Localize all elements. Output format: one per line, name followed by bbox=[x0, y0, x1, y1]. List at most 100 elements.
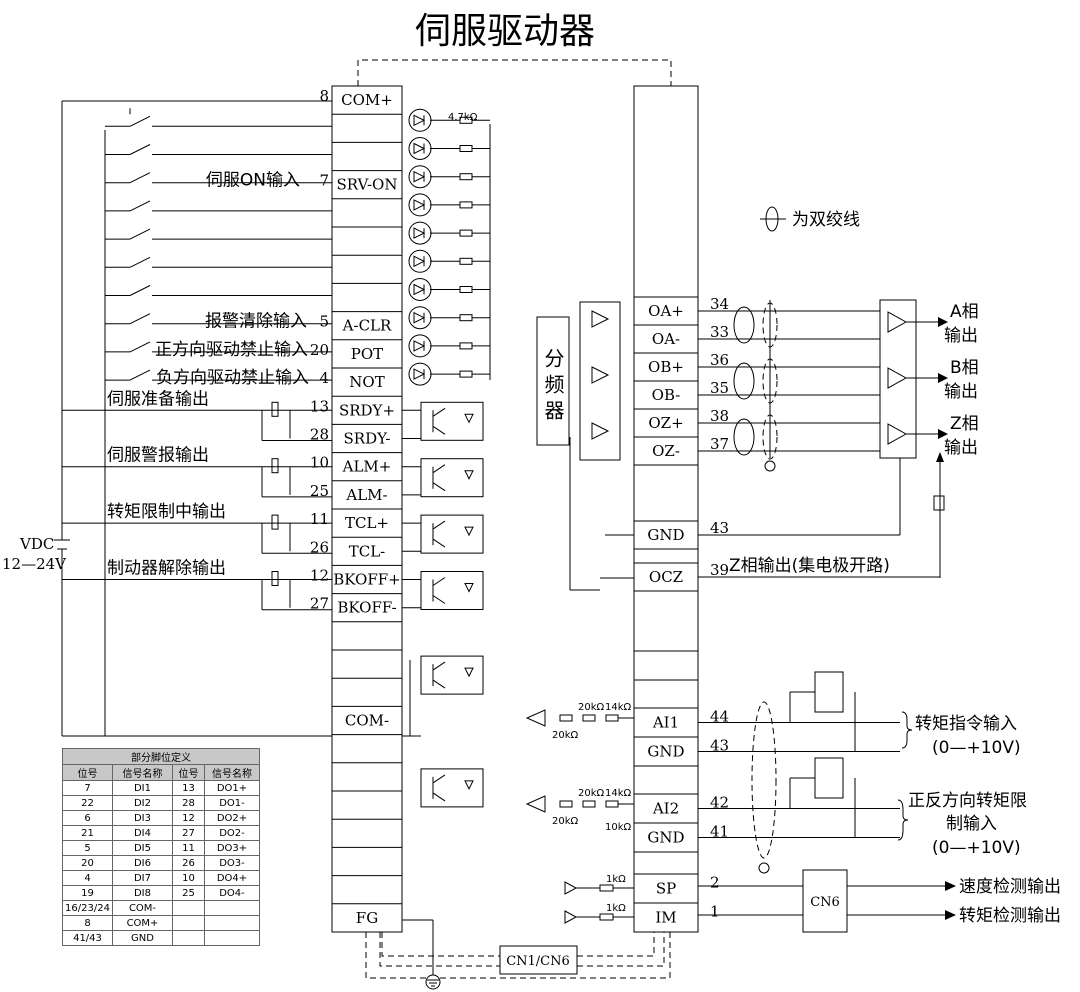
right-pin-name: OCZ bbox=[649, 568, 683, 586]
table-cell: 27 bbox=[172, 825, 205, 841]
table-cell: DO4+ bbox=[204, 870, 260, 886]
left-pin-name: NOT bbox=[349, 373, 384, 391]
left-pin-number: 20 bbox=[310, 341, 329, 359]
left-pin-number: 27 bbox=[310, 595, 329, 613]
torque-command-labels: 转矩指令输入 (0—+10V) bbox=[901, 711, 1021, 758]
table-cell: DI5 bbox=[112, 840, 173, 856]
left-pin-name: ALM- bbox=[345, 486, 387, 504]
frequency-divider: 分频器 bbox=[536, 301, 621, 461]
right-pin-name: AI2 bbox=[652, 800, 679, 818]
monitor-outputs: CN6 速度检测输出 转矩检测输出 1kΩ 1kΩ bbox=[564, 869, 1061, 933]
right-pin-name: OA- bbox=[652, 330, 680, 348]
table-cell: 22 bbox=[62, 795, 113, 811]
left-pin-number: 5 bbox=[319, 313, 329, 331]
right-pin-number: 43 bbox=[710, 737, 729, 755]
right-pin-number: 35 bbox=[710, 379, 729, 397]
table-cell bbox=[204, 900, 260, 916]
table-cell: DI3 bbox=[112, 810, 173, 826]
right-pin-number: 39 bbox=[710, 561, 729, 579]
left-pin-name: TCL+ bbox=[345, 514, 389, 532]
phase-output-label: 输出 bbox=[944, 382, 978, 402]
right-pin-number: 44 bbox=[710, 708, 729, 726]
right-pin-number: 42 bbox=[710, 794, 729, 812]
pin-table-title: 部分脚位定义 bbox=[62, 748, 260, 765]
left-pin-number: 26 bbox=[310, 538, 329, 556]
table-cell: DO2+ bbox=[204, 810, 260, 826]
resistor-20k: 20kΩ bbox=[552, 730, 579, 741]
left-pin-number: 11 bbox=[310, 510, 329, 528]
table-cell bbox=[172, 930, 205, 946]
right-pin-number: 2 bbox=[710, 874, 720, 892]
left-pin-number: 7 bbox=[319, 172, 329, 190]
left-pin-name: A-CLR bbox=[342, 317, 392, 335]
left-pin-name: COM+ bbox=[341, 91, 393, 109]
r1k-im: 1kΩ bbox=[606, 903, 626, 914]
left-pin-name: ALM+ bbox=[342, 458, 392, 476]
right-pin-name: OB+ bbox=[648, 358, 684, 376]
table-cell: 7 bbox=[62, 780, 113, 796]
resistor-20k: 20kΩ bbox=[578, 788, 605, 799]
diagram-title: 伺服驱动器 bbox=[415, 11, 595, 52]
table-cell: 26 bbox=[172, 855, 205, 871]
table-cell: GND bbox=[112, 930, 173, 946]
phase-output-label: A相 bbox=[950, 302, 979, 322]
right-pin-number: 37 bbox=[710, 435, 729, 453]
left-pin-name: SRDY- bbox=[344, 430, 391, 448]
output-label: 伺服准备输出 bbox=[107, 389, 209, 409]
table-cell: DI7 bbox=[112, 870, 173, 886]
right-pin-name: OZ+ bbox=[648, 414, 683, 432]
table-cell bbox=[172, 915, 205, 931]
table-cell: DO3+ bbox=[204, 840, 260, 856]
table-cell: DO4- bbox=[204, 885, 260, 901]
right-pin-number: 43 bbox=[710, 519, 729, 537]
pin-table-header: 信号名称 bbox=[112, 764, 173, 781]
table-cell: DI6 bbox=[112, 855, 173, 871]
left-pin-name: BKOFF+ bbox=[333, 571, 401, 589]
resistor-4-7k: 4.7kΩ bbox=[448, 112, 478, 123]
output-label: 转矩限制中输出 bbox=[107, 502, 226, 522]
table-cell: 5 bbox=[62, 840, 113, 856]
left-pin-name: COM- bbox=[345, 712, 389, 730]
left-pin-name: POT bbox=[351, 345, 383, 363]
resistor-14k: 14kΩ bbox=[605, 788, 632, 799]
table-cell: 12 bbox=[172, 810, 205, 826]
left-pin-number: 28 bbox=[310, 426, 329, 444]
right-pin-name: GND bbox=[647, 829, 684, 847]
table-cell: DI2 bbox=[112, 795, 173, 811]
table-cell: 4 bbox=[62, 870, 113, 886]
table-cell: COM+ bbox=[112, 915, 173, 931]
phase-output-label: Z相 bbox=[950, 414, 979, 434]
left-pin-number: 8 bbox=[319, 87, 329, 105]
table-cell: 25 bbox=[172, 885, 205, 901]
left-pin-name: BKOFF- bbox=[337, 599, 396, 617]
table-cell: 13 bbox=[172, 780, 205, 796]
right-pin-name: GND bbox=[647, 743, 684, 761]
input-label: 伺服ON输入 bbox=[206, 171, 300, 191]
output-label: 制动器解除输出 bbox=[107, 559, 226, 579]
divider-label: 分频器 bbox=[541, 348, 565, 420]
right-pin-number: 41 bbox=[710, 823, 729, 841]
cn6-label: CN6 bbox=[810, 895, 840, 910]
input-wiring: 4.7kΩ bbox=[104, 108, 491, 736]
resistor-20k: 20kΩ bbox=[552, 816, 579, 827]
twisted-pair-note: 为双绞线 bbox=[792, 210, 860, 230]
table-cell: 28 bbox=[172, 795, 205, 811]
left-connector: COM+8SRV-ON7伺服ON输入A-CLR5报警清除输入POT20正方向驱动… bbox=[155, 85, 403, 933]
pin-table-header: 位号 bbox=[62, 764, 113, 781]
torque-limit-range: (0—+10V) bbox=[932, 838, 1021, 858]
speed-detect-output: 速度检测输出 bbox=[959, 877, 1061, 897]
pin-table-header: 位号 bbox=[172, 764, 205, 781]
left-pin-number: 25 bbox=[310, 482, 329, 500]
table-cell: DO3- bbox=[204, 855, 260, 871]
input-label: 报警清除输入 bbox=[205, 312, 307, 332]
left-pin-number: 4 bbox=[319, 369, 329, 387]
pin-table-header: 信号名称 bbox=[204, 764, 260, 781]
torque-limit-label-1: 正反方向转矩限 bbox=[908, 791, 1027, 811]
vdc-range: 12—24V bbox=[2, 555, 67, 573]
torque-command-label: 转矩指令输入 bbox=[915, 714, 1017, 734]
